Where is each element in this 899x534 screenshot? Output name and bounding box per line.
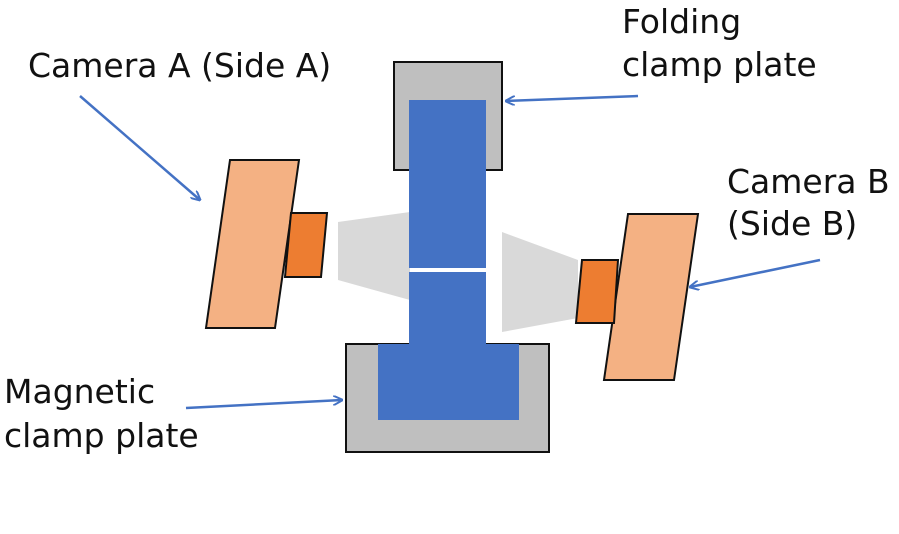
label-folding-line2: clamp plate	[622, 45, 817, 84]
specimen-top-section	[409, 100, 486, 268]
specimen-middle-section	[409, 272, 486, 344]
label-folding-line1: Folding	[622, 2, 741, 41]
camera-b-lens	[574, 259, 620, 324]
arrow-camera-a	[79, 95, 200, 200]
camera-b-body	[602, 213, 700, 381]
camera-a-field-of-view	[338, 212, 410, 300]
label-camera-b-line1: Camera B	[727, 162, 890, 201]
label-magnetic-line2: clamp plate	[4, 416, 199, 455]
arrow-folding-clamp-plate	[506, 94, 639, 101]
arrow-magnetic-clamp-plate	[185, 400, 342, 410]
specimen-base	[378, 344, 519, 420]
camera-a-lens	[283, 212, 329, 278]
camera-a-body	[204, 159, 301, 329]
label-camera-a: Camera A (Side A)	[28, 46, 331, 85]
arrow-camera-b	[690, 258, 821, 287]
label-magnetic-line1: Magnetic	[4, 372, 155, 411]
camera-b-field-of-view	[502, 232, 578, 332]
label-camera-b-line2: (Side B)	[727, 204, 857, 243]
